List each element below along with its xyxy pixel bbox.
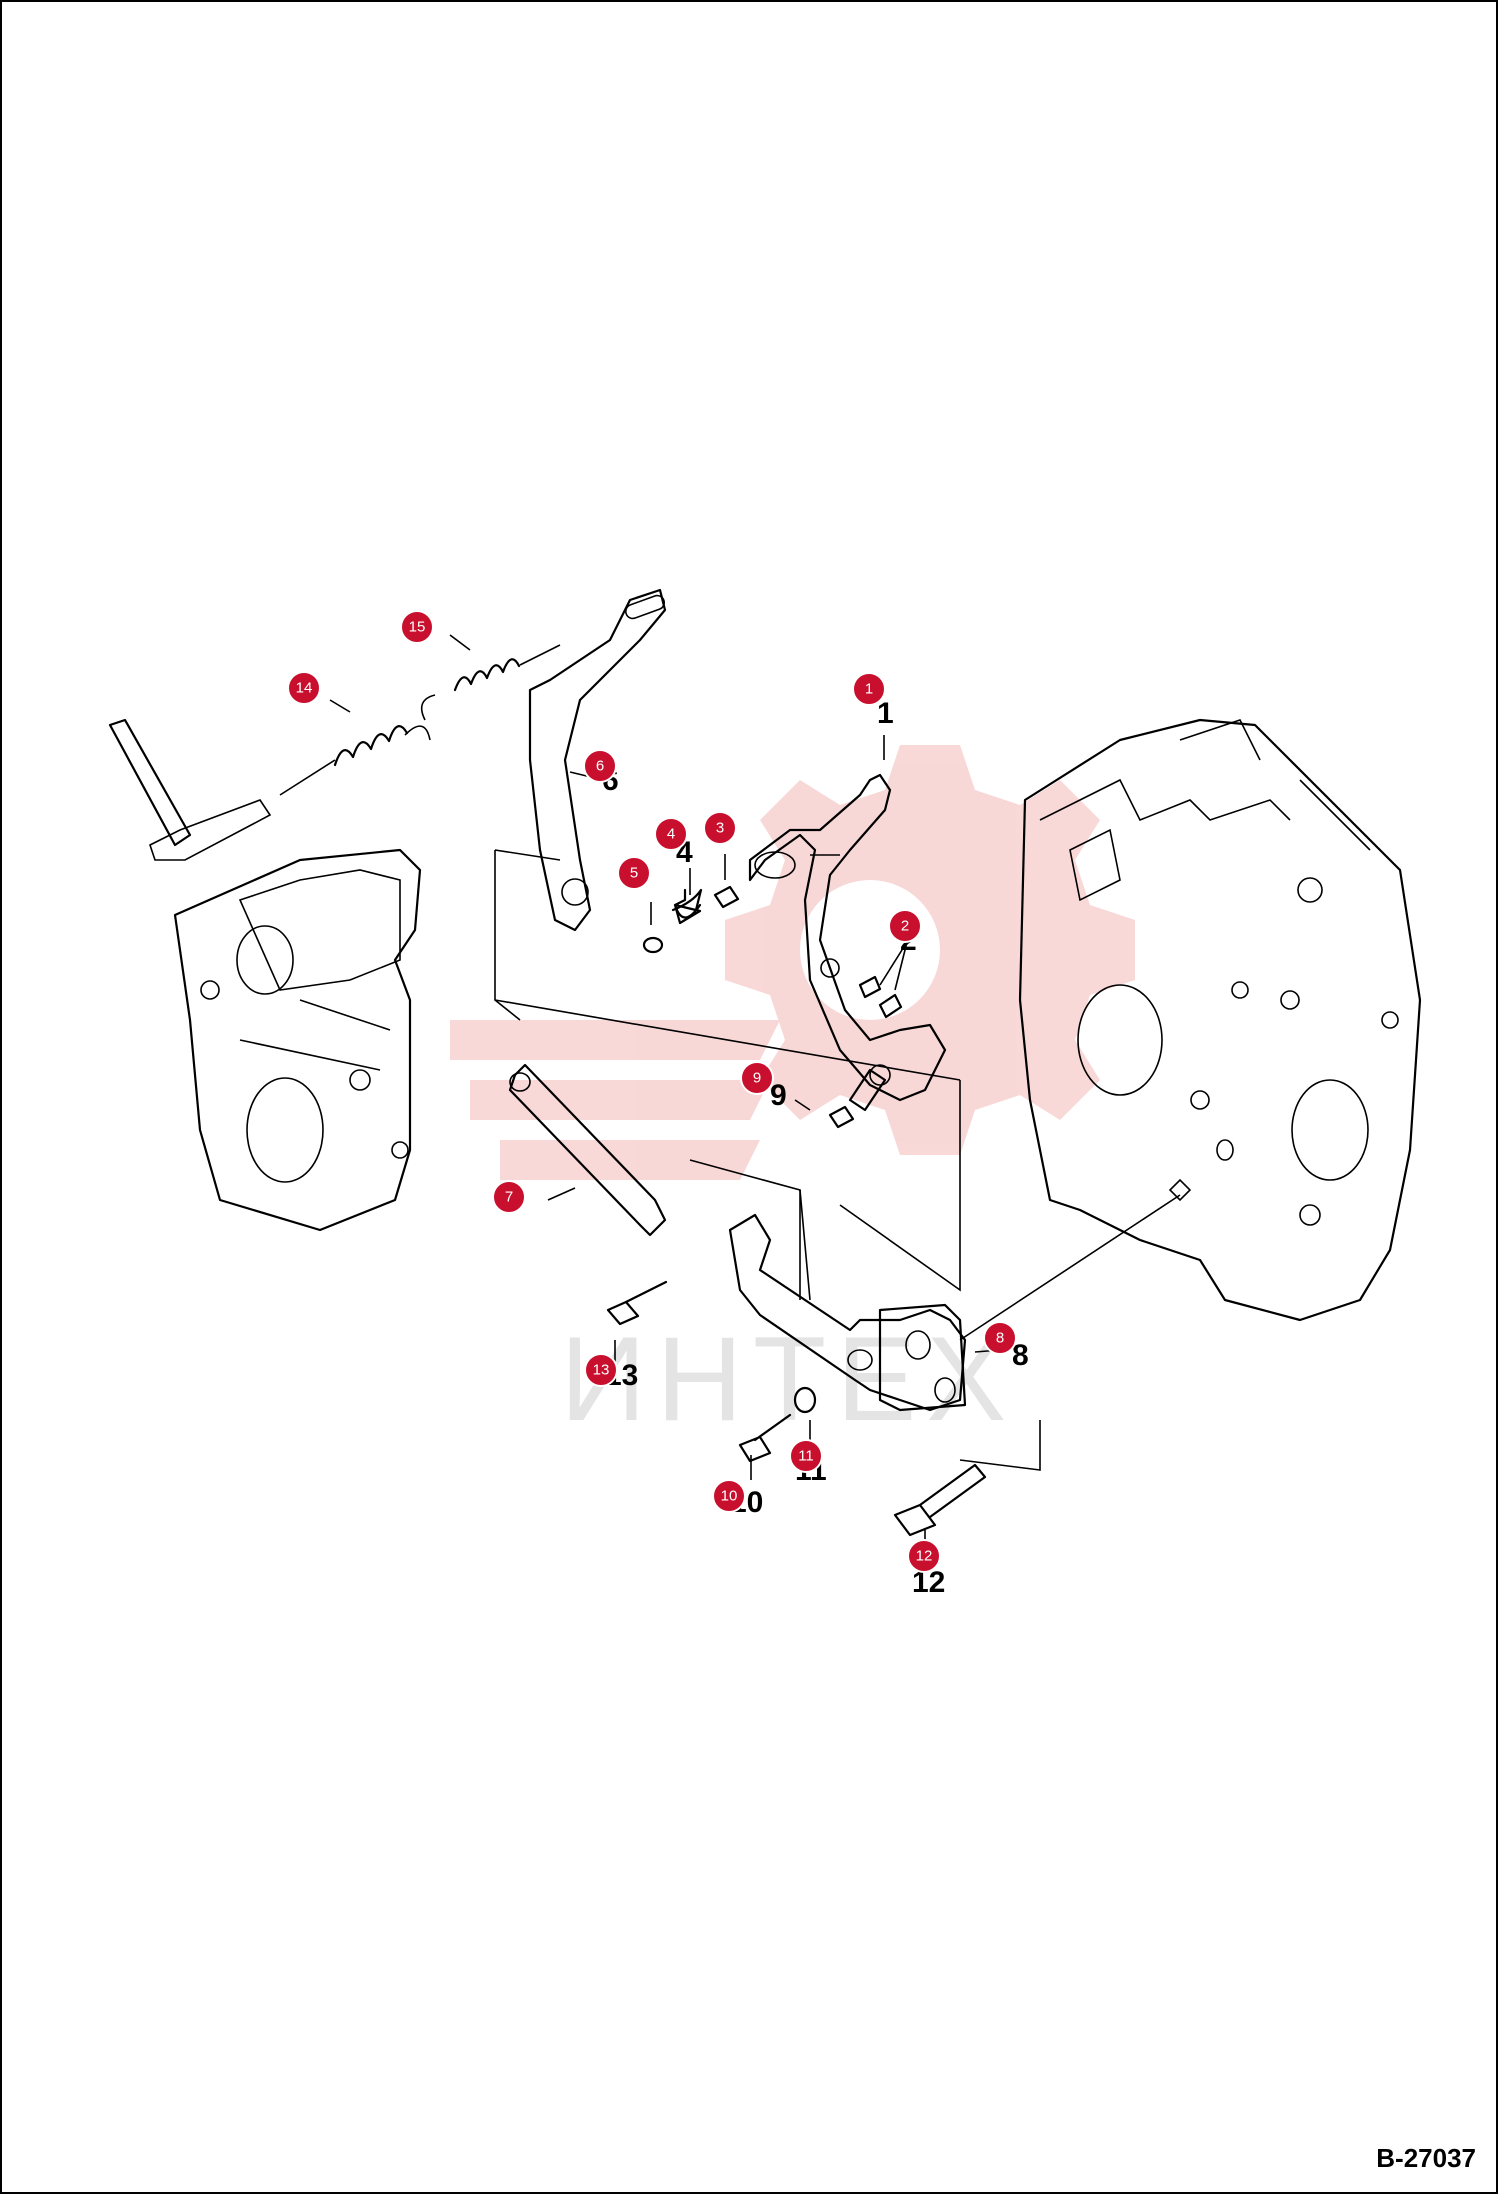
svg-text:14: 14: [296, 680, 313, 697]
governor-lever-1: [748, 773, 947, 1102]
lever-6: [528, 588, 667, 932]
callout-marker-2[interactable]: 2: [888, 909, 922, 943]
drawing-reference-number: B-27037: [1376, 2143, 1476, 2173]
spring-15: [420, 644, 561, 721]
callout-marker-10[interactable]: 10: [712, 1479, 746, 1513]
callout-marker-9[interactable]: 9: [740, 1061, 774, 1095]
callout-marker-4[interactable]: 4: [654, 817, 688, 851]
spring-14: [279, 725, 431, 796]
bolts-10-11-12-13: [606, 1280, 987, 1537]
svg-text:7: 7: [505, 1189, 513, 1206]
svg-text:3: 3: [716, 820, 724, 837]
callout-marker-7[interactable]: 7: [492, 1180, 526, 1214]
callout-marker-3[interactable]: 3: [703, 811, 737, 845]
svg-text:6: 6: [596, 758, 604, 775]
callout-marker-1[interactable]: 1: [852, 672, 886, 706]
stop-lever-shaft: [108, 718, 272, 861]
svg-text:15: 15: [409, 619, 426, 636]
svg-text:9: 9: [753, 1070, 761, 1087]
right-engine-block: [1018, 718, 1422, 1322]
left-engine-housing: [173, 848, 422, 1232]
callout-marker-8[interactable]: 8: [983, 1321, 1017, 1355]
part-label-8: 8: [1012, 1339, 1029, 1372]
svg-text:4: 4: [667, 826, 675, 843]
watermark-text: ИНТЕХ: [560, 1312, 1016, 1446]
bolt-9: [794, 1068, 887, 1129]
bracket-8: [728, 1139, 1234, 1412]
svg-text:12: 12: [916, 1548, 933, 1565]
assembly-guide-lines: [494, 849, 1041, 1471]
svg-text:13: 13: [593, 1362, 610, 1379]
callout-marker-13[interactable]: 13: [584, 1353, 618, 1387]
svg-text:8: 8: [996, 1330, 1004, 1347]
callout-marker-15[interactable]: 15: [400, 610, 434, 644]
watermark-gear-logo: [450, 745, 1135, 1180]
part-label-9: 9: [770, 1079, 787, 1112]
callout-marker-5[interactable]: 5: [617, 856, 651, 890]
svg-text:1: 1: [865, 681, 873, 698]
svg-text:10: 10: [721, 1488, 738, 1505]
shaft-7: [508, 1063, 667, 1237]
callout-marker-12[interactable]: 12: [907, 1539, 941, 1573]
callout-marker-6[interactable]: 6: [583, 749, 617, 783]
callout-marker-14[interactable]: 14: [287, 671, 321, 705]
svg-text:5: 5: [630, 865, 638, 882]
svg-text:2: 2: [901, 918, 909, 935]
small-parts-2-3-4-5: [642, 885, 903, 1019]
part-label-1: 1: [877, 697, 894, 730]
callout-marker-11[interactable]: 11: [789, 1439, 823, 1473]
svg-text:11: 11: [798, 1448, 814, 1465]
